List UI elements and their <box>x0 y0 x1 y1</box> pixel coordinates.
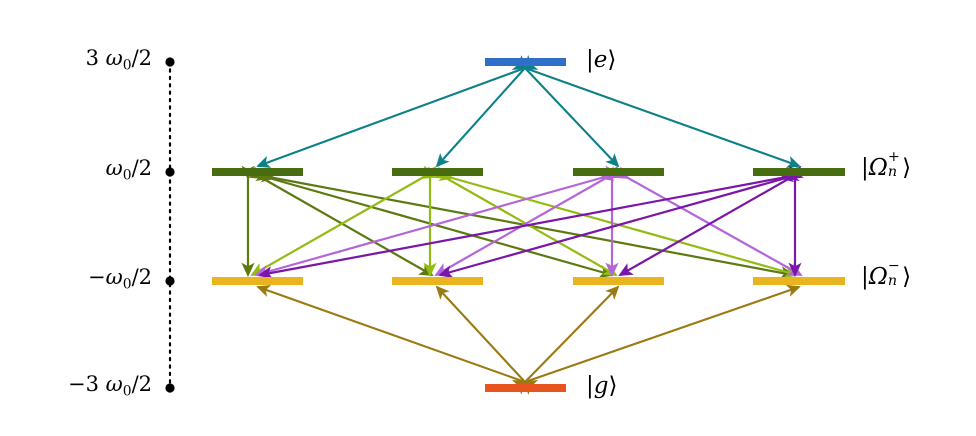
axis-label-tick-neg-w0-2: −ω0/2 <box>88 265 152 293</box>
state-label-level-g: |g⟩ <box>586 373 618 399</box>
arrow-g-to-omega-minus-3 <box>512 285 620 395</box>
level-bars <box>212 58 845 392</box>
arrow-e-to-omega-plus-4 <box>511 58 801 168</box>
level-omega-minus-bar-1 <box>212 277 303 285</box>
axis-tick-tick-neg-w0-2 <box>165 276 175 286</box>
arrow-group-col2-link-4 <box>438 168 799 279</box>
level-e-bar-1 <box>485 58 566 66</box>
arrow-e-to-omega-plus-3 <box>512 55 620 168</box>
axis-label-tick-3w0-2: 3 ω0/2 <box>85 46 152 74</box>
transition-arrows <box>241 55 804 395</box>
state-label-level-omega-plus: |Ω+n⟩ <box>861 149 912 181</box>
level-omega-minus-bar-3 <box>573 277 664 285</box>
arrow-g-to-omega-minus-4 <box>511 284 801 392</box>
energy-axis <box>165 57 175 393</box>
arrow-group-col3-link-2 <box>254 168 615 279</box>
axis-label-tick-neg-3w0-2: −3 ω0/2 <box>67 372 152 400</box>
level-omega-minus-bar-2 <box>392 277 483 285</box>
axis-tick-tick-w0-2 <box>165 167 175 177</box>
state-label-level-omega-minus: |Ω−n⟩ <box>861 258 912 290</box>
state-label-level-e: |e⟩ <box>586 47 617 73</box>
axis-tick-tick-3w0-2 <box>165 57 175 67</box>
arrow-e-to-omega-plus-2 <box>435 55 538 168</box>
level-omega-minus-bar-4 <box>753 277 845 285</box>
axis-label-tick-w0-2: ω0/2 <box>105 156 152 184</box>
level-omega-plus-bar-1 <box>212 168 303 176</box>
level-g-bar-1 <box>485 384 566 392</box>
level-omega-plus-bar-3 <box>573 168 664 176</box>
arrow-g-to-omega-minus-2 <box>435 285 538 395</box>
level-omega-plus-bar-4 <box>753 168 845 176</box>
arrow-group-col1-link-3 <box>255 168 614 278</box>
arrow-group-col4-link-4 <box>618 166 804 276</box>
arrow-group-col2-link-3 <box>432 166 618 276</box>
arrow-g-to-omega-minus-1 <box>256 285 539 392</box>
axis-tick-tick-neg-3w0-2 <box>165 383 175 393</box>
level-omega-plus-bar-2 <box>392 168 483 176</box>
arrow-e-to-omega-plus-1 <box>256 58 539 168</box>
